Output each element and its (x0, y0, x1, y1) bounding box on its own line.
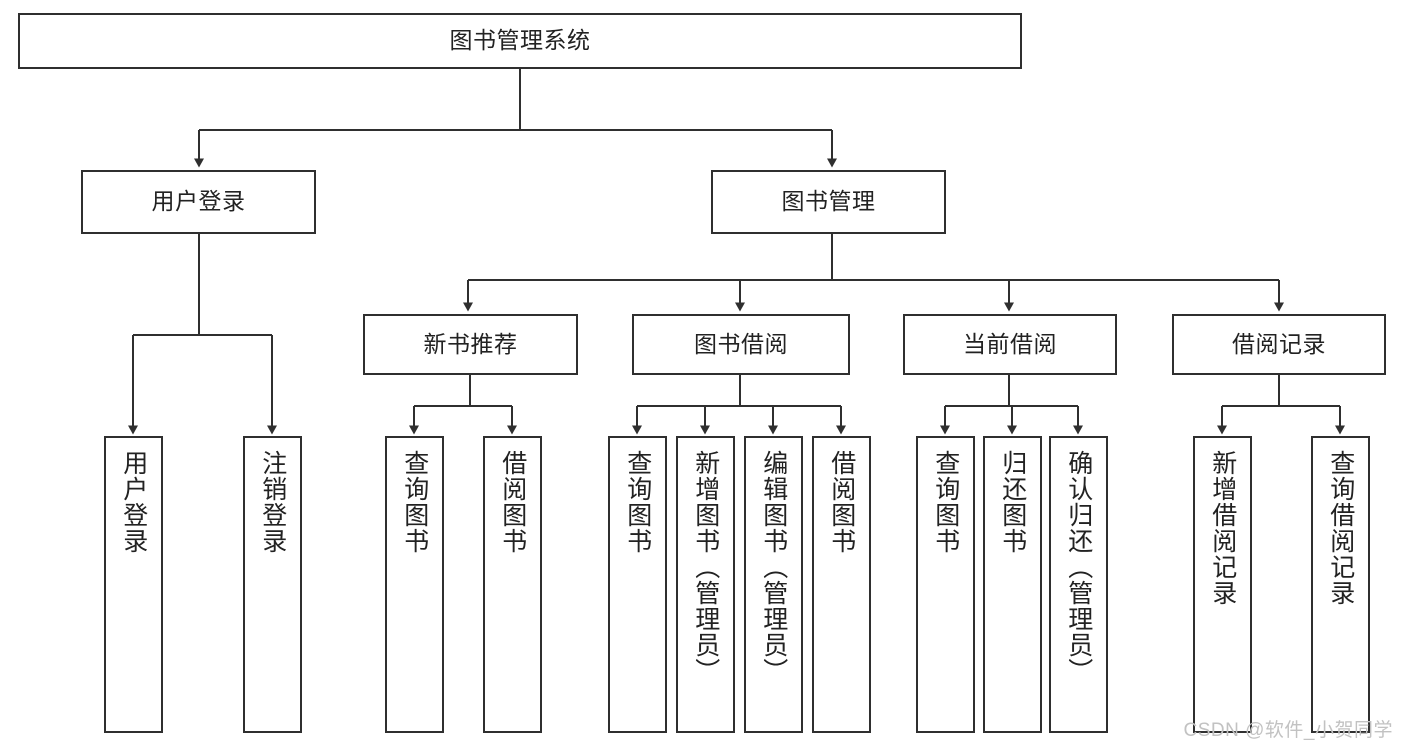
node-leaf-borrow-book-1[interactable]: 借阅图书 (483, 436, 542, 733)
node-leaf-return-book[interactable]: 归还图书 (983, 436, 1042, 733)
node-leaf-query-book-3-label: 查询图书 (931, 450, 960, 554)
node-leaf-query-book-3[interactable]: 查询图书 (916, 436, 975, 733)
node-leaf-borrow-book-1-label: 借阅图书 (498, 450, 527, 554)
node-leaf-edit-book-label: 编辑图书（管理员） (759, 450, 788, 684)
node-leaf-logout-login-label: 注销登录 (258, 450, 287, 554)
node-leaf-edit-book[interactable]: 编辑图书（管理员） (744, 436, 803, 733)
node-new-book-recommend-label: 新书推荐 (423, 330, 518, 357)
node-leaf-user-login-label: 用户登录 (119, 450, 148, 554)
node-leaf-add-record[interactable]: 新增借阅记录 (1193, 436, 1252, 733)
node-book-borrow[interactable]: 图书借阅 (632, 314, 850, 375)
node-leaf-query-record[interactable]: 查询借阅记录 (1311, 436, 1370, 733)
csdn-watermark: CSDN @软件_小贺同学 (1183, 720, 1393, 741)
node-current-borrow[interactable]: 当前借阅 (903, 314, 1117, 375)
node-borrow-record-label: 借阅记录 (1232, 330, 1326, 357)
node-root[interactable]: 图书管理系统 (18, 13, 1022, 69)
node-user-login-label: 用户登录 (151, 188, 246, 215)
node-leaf-confirm-return-label: 确认归还（管理员） (1064, 450, 1093, 684)
node-leaf-borrow-book-2[interactable]: 借阅图书 (812, 436, 871, 733)
node-new-book-recommend[interactable]: 新书推荐 (363, 314, 578, 375)
node-leaf-add-book-label: 新增图书（管理员） (691, 450, 720, 684)
node-leaf-query-book-1-label: 查询图书 (400, 450, 429, 554)
node-leaf-query-book-1[interactable]: 查询图书 (385, 436, 444, 733)
node-leaf-confirm-return[interactable]: 确认归还（管理员） (1049, 436, 1108, 733)
node-leaf-user-login[interactable]: 用户登录 (104, 436, 163, 733)
node-leaf-query-book-2-label: 查询图书 (623, 450, 652, 554)
node-leaf-query-record-label: 查询借阅记录 (1326, 450, 1355, 606)
node-leaf-return-book-label: 归还图书 (998, 450, 1027, 554)
node-borrow-record[interactable]: 借阅记录 (1172, 314, 1386, 375)
node-book-borrow-label: 图书借阅 (694, 330, 788, 357)
node-leaf-borrow-book-2-label: 借阅图书 (827, 450, 856, 554)
node-leaf-logout-login[interactable]: 注销登录 (243, 436, 302, 733)
node-leaf-add-record-label: 新增借阅记录 (1208, 450, 1237, 606)
node-book-management[interactable]: 图书管理 (711, 170, 946, 234)
node-current-borrow-label: 当前借阅 (963, 330, 1057, 357)
node-root-label: 图书管理系统 (449, 27, 591, 54)
node-user-login[interactable]: 用户登录 (81, 170, 316, 234)
node-book-management-label: 图书管理 (781, 188, 876, 215)
node-leaf-query-book-2[interactable]: 查询图书 (608, 436, 667, 733)
node-leaf-add-book[interactable]: 新增图书（管理员） (676, 436, 735, 733)
